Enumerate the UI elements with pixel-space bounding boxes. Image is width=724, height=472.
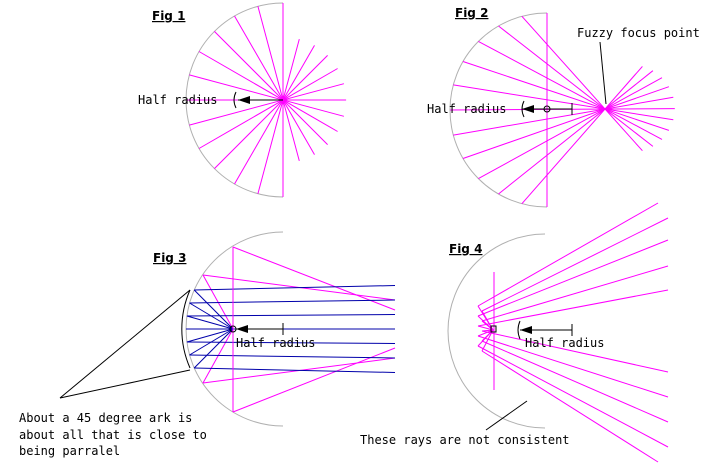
fig3-parallel-ray (186, 328, 234, 343)
fig2-ray (498, 70, 654, 195)
fig4-mirror-arc (447, 233, 546, 429)
fig3-leader-lower (59, 369, 191, 399)
fig2-ray (453, 84, 674, 121)
fig4-ray (477, 289, 669, 327)
fig2-ray (521, 15, 643, 152)
fig3-parallel-rays (186, 285, 396, 373)
fig2-title: Fig 2 (455, 6, 488, 20)
fig1-ray (214, 31, 328, 145)
fig2-focus-label: Fuzzy focus point (577, 26, 700, 40)
fig2-ray (478, 40, 663, 140)
fig1-ray (189, 74, 345, 117)
fig2-pointer-arrowhead (522, 105, 534, 113)
fig4-note-leader (485, 400, 528, 431)
fig2-rays (449, 15, 675, 205)
fig3-parallel-ray (194, 285, 396, 291)
fig4-ray (477, 335, 669, 398)
fig3-ray (232, 347, 396, 413)
fig2-ray (521, 66, 643, 205)
fig1-title: Fig 1 (152, 9, 185, 23)
fig1-ray (257, 38, 300, 194)
fig4-focus-marker (490, 325, 497, 333)
fig2-focus-leader (599, 41, 607, 105)
fig3-parallel-ray (189, 354, 396, 359)
fig1-ray (214, 55, 328, 169)
fig4-pointer-arrowhead (520, 326, 532, 334)
fig1-half-radius-label: Half radius (138, 93, 217, 107)
fig3-half-radius-label: Half radius (236, 336, 315, 350)
fig2-ray (462, 86, 670, 159)
fig1-ray (198, 68, 338, 149)
fig1-bracket (233, 91, 237, 109)
fig3-parallel-ray (194, 367, 396, 373)
fig4-ray (481, 340, 669, 423)
fig1-ray (234, 45, 315, 185)
fig4-ray (481, 329, 494, 352)
fig3-parallel-ray (189, 328, 234, 356)
fig4-ray (481, 330, 669, 373)
fig1-ray (189, 83, 345, 126)
fig1-pointer-arrowhead (238, 96, 250, 104)
fig2-bracket (521, 100, 525, 118)
fig4-title: Fig 4 (449, 242, 482, 256)
fig4-ray (481, 350, 659, 463)
fig3-ray (232, 246, 396, 311)
fig3-note-line2: about all that is close to (19, 428, 207, 442)
fig4-bracket (517, 320, 521, 340)
fig2-ray (498, 25, 654, 147)
fig1-ray (234, 15, 315, 155)
fig3-ray (202, 274, 234, 330)
fig3-parallel-ray (193, 328, 234, 369)
fig3-leader-upper (59, 289, 191, 399)
fig2-ray (462, 61, 670, 131)
fig3-parallel-ray (186, 315, 234, 330)
fig4-half-radius-label: Half radius (525, 336, 604, 350)
fig4-ray (481, 265, 669, 322)
fig3-note-line1: About a 45 degree ark is (19, 411, 192, 425)
fig4-ray (477, 202, 659, 307)
fig3-parallel-ray (193, 289, 234, 330)
fig3-parallel-arc (181, 289, 191, 369)
fig4-group: Fig 4 Half radius These rays are not con… (360, 202, 669, 463)
fig3-ray (202, 328, 234, 384)
fig3-title: Fig 3 (153, 251, 186, 265)
fig3-parallel-ray (186, 341, 396, 344)
fig4-ray (477, 239, 669, 317)
fig2-ray (478, 77, 663, 180)
fig3-parallel-ray (189, 299, 396, 304)
fig4-ray (477, 329, 494, 347)
fig1-ray (198, 51, 338, 132)
fig3-parallel-ray (186, 314, 396, 317)
fig1-rays (186, 3, 347, 197)
fig2-group: Fig 2 Half radius Fuzzy focus point (427, 6, 700, 208)
fig2-ray (453, 96, 674, 136)
fig3-pointer-arrowhead (236, 325, 248, 333)
fig4-ray (481, 217, 669, 312)
fig1-ray (257, 6, 300, 162)
fig3-group: Fig 3 Half radius About a 45 degree ark … (19, 231, 396, 458)
fig2-half-radius-label: Half radius (427, 102, 506, 116)
fig3-note-line3: being parralel (19, 444, 120, 458)
fig4-note-label: These rays are not consistent (360, 433, 570, 447)
fig1-group: Fig 1 Half radius (138, 2, 347, 198)
fig4-rays (477, 202, 669, 463)
fig4-ray (477, 345, 669, 448)
